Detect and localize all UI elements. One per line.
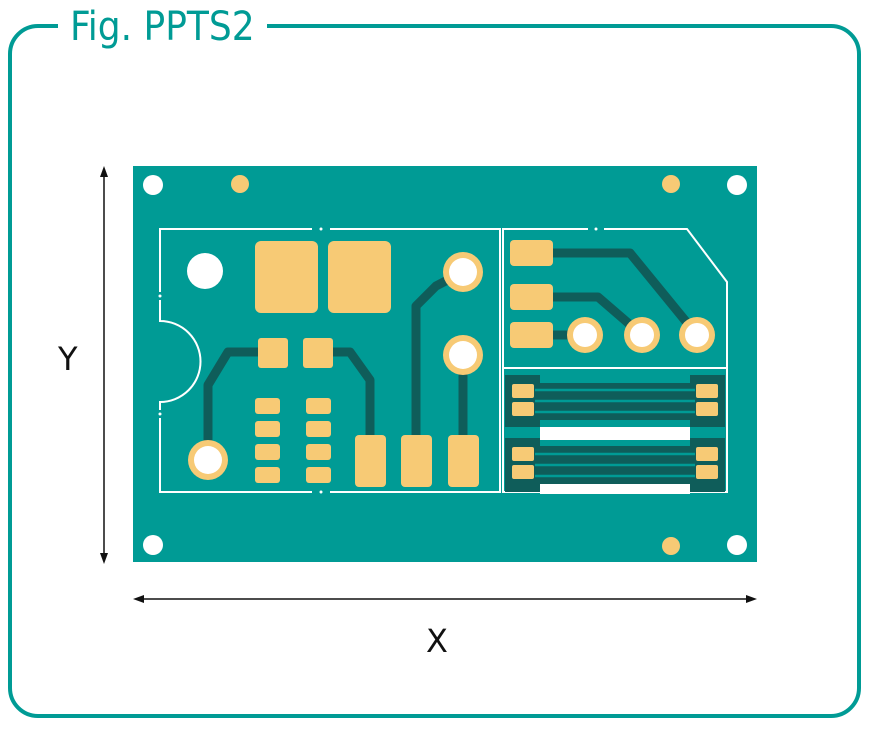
- smd-pad-top-right: [303, 338, 333, 368]
- fine-pitch-connector-top: [505, 375, 725, 427]
- mounting-hole-bottom-right: [727, 535, 747, 555]
- ic-pads-left-column: [255, 398, 280, 483]
- non-plated-hole: [187, 253, 223, 289]
- fiducial-top-right: [662, 175, 680, 193]
- silkscreen-dots-left: [158, 227, 323, 494]
- figure-title: Fig. PPTS2: [58, 4, 267, 50]
- y-dimension-label: Y: [58, 340, 78, 378]
- dimension-arrow-y: [100, 166, 108, 564]
- silkscreen-outline-left: [159, 228, 501, 493]
- through-hole-pads-left: [188, 252, 483, 480]
- fiducial-bottom-right: [662, 537, 680, 555]
- pcb-board: [133, 166, 757, 562]
- silkscreen-outline-right: [502, 228, 728, 493]
- figure-frame: [8, 24, 861, 718]
- smd-pad-top-left: [258, 338, 288, 368]
- connector-pad-1: [355, 435, 386, 487]
- mounting-hole-bottom-left: [143, 535, 163, 555]
- through-hole-pads-right: [567, 317, 715, 353]
- large-pad-2: [328, 241, 391, 313]
- connector-gap: [540, 427, 690, 440]
- dimension-arrow-x: [133, 595, 757, 603]
- fine-pitch-connector-bottom: [505, 438, 725, 492]
- mounting-hole-top-left: [143, 175, 163, 195]
- connector-gap-bottom: [540, 484, 690, 494]
- smd-pads-right: [510, 240, 553, 348]
- connector-pad-2: [401, 435, 432, 487]
- large-pad-1: [255, 241, 318, 313]
- mounting-hole-top-right: [727, 175, 747, 195]
- x-dimension-label: X: [426, 622, 448, 660]
- connector-pad-3: [448, 435, 479, 487]
- fiducial-top-left: [231, 175, 249, 193]
- ic-pads-right-column: [306, 398, 331, 483]
